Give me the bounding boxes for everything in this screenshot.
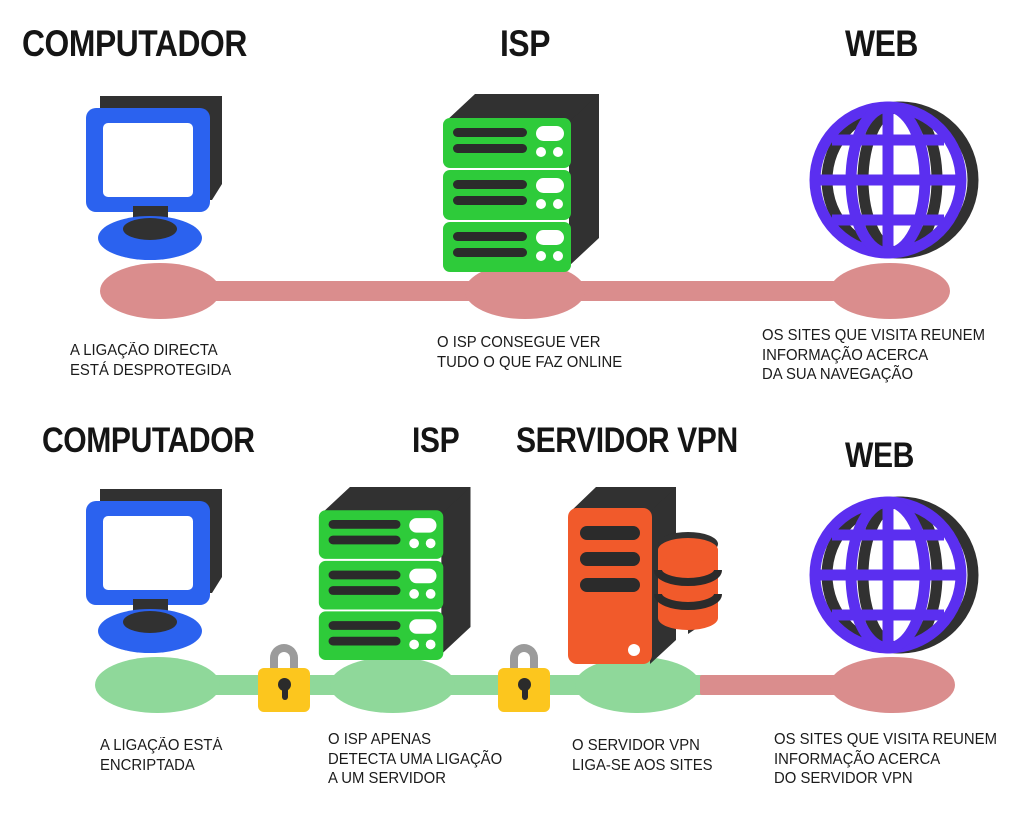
caption-line: A LIGAÇÃO DIRECTA [70, 342, 218, 359]
padlock-keyhole-icon [278, 678, 291, 691]
heading-computador-row1: COMPUTADOR [22, 23, 247, 64]
caption-line: A LIGAÇÃO ESTÁ [100, 737, 223, 754]
vpn-server-tower-icon [558, 482, 733, 667]
padlock-keyhole-icon [518, 678, 531, 691]
desktop-monitor-icon [76, 481, 226, 656]
rack-server-icon [437, 88, 617, 278]
caption-line: A UM SERVIDOR [328, 770, 446, 787]
caption-line: LIGA-SE AOS SITES [572, 756, 713, 774]
node-web-row1 [830, 263, 950, 319]
globe-icon [805, 485, 980, 665]
caption-line: INFORMAÇÃO ACERCA [762, 346, 929, 364]
rack-server-glyph [318, 486, 471, 661]
padlock-keyhole-stem-icon [521, 686, 528, 700]
caption-web-row2: OS SITES QUE VISITA REUNEM INFORMAÇÃO AC… [774, 730, 997, 789]
node-vpn-row2 [575, 657, 700, 713]
caption-line: TUDO O QUE FAZ ONLINE [437, 353, 623, 371]
monitor-glyph [86, 489, 222, 653]
desktop-monitor-icon [76, 88, 226, 263]
caption-vpn-row2: O SERVIDOR VPN LIGA-SE AOS SITES [572, 736, 713, 775]
padlock-shackle-icon [510, 644, 538, 674]
caption-web-row1: OS SITES QUE VISITA REUNEM INFORMAÇÃO AC… [762, 326, 985, 385]
caption-line: INFORMAÇÃO ACERCA [774, 750, 941, 768]
rack-server-icon [313, 481, 488, 666]
caption-line: O SERVIDOR VPN [572, 737, 700, 754]
padlock-shackle-icon [270, 644, 298, 674]
caption-line: DETECTA UMA LIGAÇÃO [328, 750, 503, 768]
caption-line: O ISP CONSEGUE VER [437, 334, 601, 351]
heading-isp-row2: ISP [412, 421, 460, 460]
caption-isp-row2: O ISP APENAS DETECTA UMA LIGAÇÃO A UM SE… [328, 730, 502, 789]
caption-line: OS SITES QUE VISITA REUNEM [774, 731, 997, 748]
globe-glyph [809, 496, 979, 654]
heading-isp-row1: ISP [500, 23, 551, 64]
node-isp-row2 [330, 657, 455, 713]
heading-web-row1: WEB [845, 23, 918, 64]
padlock-computer-to-isp [258, 644, 312, 714]
caption-line: ESTÁ DESPROTEGIDA [70, 361, 232, 379]
caption-line: O ISP APENAS [328, 731, 432, 748]
node-isp-row1 [465, 263, 585, 319]
caption-computador-row1: A LIGAÇÃO DIRECTA ESTÁ DESPROTEGIDA [70, 341, 231, 380]
node-web-row2 [830, 657, 955, 713]
globe-icon [805, 90, 980, 270]
caption-computador-row2: A LIGAÇÃO ESTÁ ENCRIPTADA [100, 736, 222, 775]
heading-computador-row2: COMPUTADOR [42, 421, 255, 460]
caption-line: DA SUA NAVEGAÇÃO [762, 366, 914, 383]
globe-glyph [809, 101, 979, 259]
padlock-isp-to-vpn [498, 644, 552, 714]
rack-server-glyph [443, 94, 599, 272]
caption-line: OS SITES QUE VISITA REUNEM [762, 327, 985, 344]
caption-isp-row1: O ISP CONSEGUE VER TUDO O QUE FAZ ONLINE [437, 333, 622, 372]
heading-servidor-vpn-row2: SERVIDOR VPN [516, 421, 738, 460]
heading-web-row2: WEB [845, 436, 914, 475]
caption-line: ENCRIPTADA [100, 756, 195, 774]
padlock-keyhole-stem-icon [281, 686, 288, 700]
vpn-tower-glyph [568, 487, 722, 664]
monitor-glyph [86, 96, 222, 260]
node-computer-row2 [95, 657, 220, 713]
caption-line: DO SERVIDOR VPN [774, 770, 913, 787]
node-computer-row1 [100, 263, 220, 319]
